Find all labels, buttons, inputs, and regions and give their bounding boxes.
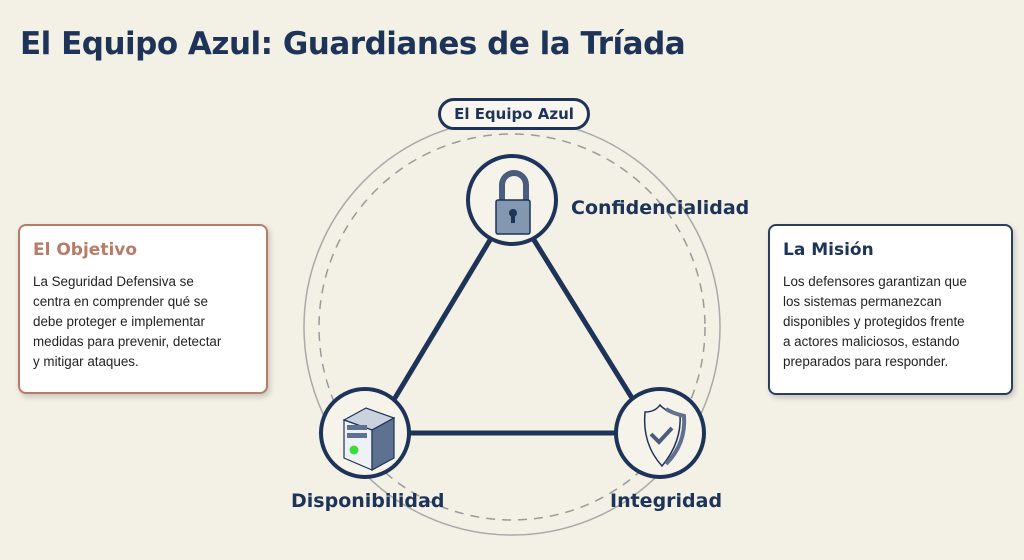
objective-card: El Objetivo La Seguridad Defensiva se ce… bbox=[18, 224, 268, 394]
mission-heading: La Misión bbox=[783, 240, 874, 260]
objective-text-line: debe proteger e implementar bbox=[33, 314, 205, 329]
shield-check-icon bbox=[643, 403, 687, 468]
center-badge: El Equipo Azul bbox=[438, 98, 590, 130]
label-confidencialidad: Confidencialidad bbox=[571, 197, 750, 219]
objective-text-line: centra en comprender qué se bbox=[33, 294, 208, 309]
mission-text-line: los sistemas permanezcan bbox=[783, 294, 942, 309]
mission-text-line: a actores maliciosos, estando bbox=[783, 334, 960, 349]
server-icon bbox=[342, 407, 396, 472]
dashed-ring bbox=[318, 133, 706, 521]
mission-text-line: Los defensores garantizan que bbox=[783, 274, 967, 289]
mission-text-line: preparados para responder. bbox=[783, 354, 949, 369]
node-disponibilidad bbox=[319, 387, 411, 479]
objective-text-line: La Seguridad Defensiva se bbox=[33, 274, 194, 289]
padlock-icon bbox=[495, 170, 531, 235]
objective-text-line: y mitigar ataques. bbox=[33, 354, 139, 369]
triangle bbox=[392, 237, 635, 436]
label-disponibilidad: Disponibilidad bbox=[291, 490, 445, 512]
objective-text-line: medidas para prevenir, detectar bbox=[33, 334, 222, 349]
mission-card: La Misión Los defensores garantizan que … bbox=[768, 224, 1013, 395]
node-confidencialidad bbox=[466, 154, 558, 246]
page-title: El Equipo Azul: Guardianes de la Tríada bbox=[20, 26, 686, 62]
mission-text-line: disponibles y protegidos frente bbox=[783, 314, 965, 329]
objective-heading: El Objetivo bbox=[33, 240, 138, 260]
node-integridad bbox=[614, 387, 706, 479]
label-integridad: Integridad bbox=[610, 490, 723, 512]
